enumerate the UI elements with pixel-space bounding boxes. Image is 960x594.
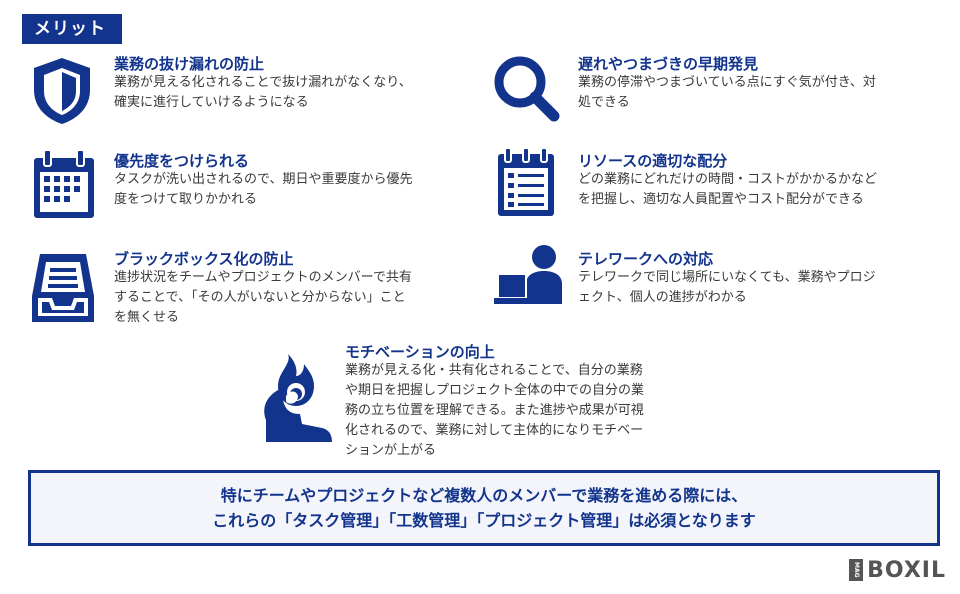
item-description: 業務の停滞やつまづいている点にすぐ気が付き、対処できる <box>578 75 876 110</box>
item-description: テレワークで同じ場所にいなくても、業務やプロジェクト、個人の進捗がわかる <box>578 270 876 305</box>
item-description: 業務が見える化・共有化されることで、自分の業務や期日を把握しプロジェクト全体の中… <box>345 363 645 458</box>
item-description: 業務が見える化されることで抜け漏れがなくなり、確実に進行していけるようになる <box>114 75 412 110</box>
callout-line: 特にチームやプロジェクトなど複数人のメンバーで業務を進める際には、 <box>220 486 748 505</box>
item-title: ブラックボックス化の防止 <box>114 250 294 268</box>
motivated-person-icon <box>258 350 334 444</box>
item-title: モチベーションの向上 <box>345 343 495 361</box>
merit-tag: メリット <box>22 14 122 44</box>
item-title: リソースの適切な配分 <box>578 152 728 170</box>
calendar-icon <box>32 148 96 220</box>
item-description: 進捗状況をチームやプロジェクトのメンバーで共有することで、「その人がいないと分か… <box>114 270 412 325</box>
boxil-logo: MAG BOXIL <box>849 557 946 583</box>
item-title: 遅れやつまづきの早期発見 <box>578 55 759 73</box>
summary-callout: 特にチームやプロジェクトなど複数人のメンバーで業務を進める際には、 これらの「タ… <box>28 470 940 546</box>
item-title: 業務の抜け漏れの防止 <box>114 55 265 73</box>
shield-icon <box>30 56 94 126</box>
brand-name: BOXIL <box>867 557 946 583</box>
remote-work-icon <box>492 242 566 310</box>
item-description: どの業務にどれだけの時間・コストがかかるかなどを把握し、適切な人員配置やコスト配… <box>578 172 878 207</box>
inbox-tray-icon <box>30 252 96 324</box>
item-title: 優先度をつけられる <box>114 152 250 170</box>
item-description: タスクが洗い出されるので、期日や重要度から優先度をつけて取りかかれる <box>114 172 413 207</box>
item-title: テレワークへの対応 <box>578 250 714 268</box>
brand-mag-label: MAG <box>849 559 864 581</box>
checklist-icon <box>496 146 556 218</box>
magnifier-icon <box>492 54 560 122</box>
callout-line: これらの「タスク管理」「工数管理」「プロジェクト管理」は必須となります <box>212 511 756 530</box>
